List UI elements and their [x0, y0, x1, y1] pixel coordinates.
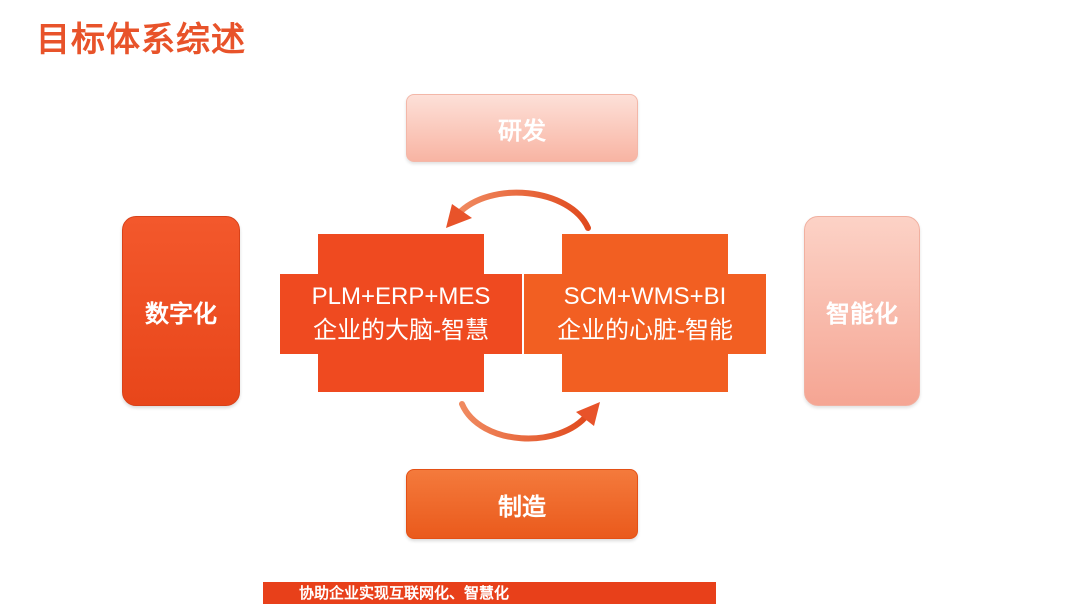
heart-block-text: SCM+WMS+BI 企业的心脏-智能: [524, 280, 766, 348]
brain-block-horizontal: [280, 274, 522, 354]
footer-text: 协助企业实现互联网化、智慧化: [299, 584, 510, 602]
heart-block-horizontal: [524, 274, 766, 354]
intelligence-label: 智能化: [826, 299, 898, 328]
rd-box: 研发: [406, 94, 638, 162]
intelligence-box: 智能化: [804, 216, 920, 406]
manufacturing-label: 制造: [498, 492, 546, 521]
digitalization-label: 数字化: [145, 299, 217, 328]
brain-line1: PLM+ERP+MES: [311, 283, 491, 310]
rd-label: 研发: [498, 116, 546, 145]
top-cycle-arrow: [455, 189, 591, 231]
bottom-arrowhead-icon: [576, 402, 600, 426]
brain-block-text: PLM+ERP+MES 企业的大脑-智慧: [280, 280, 522, 348]
top-arrowhead-icon: [446, 204, 472, 228]
bottom-cycle-arrow: [459, 401, 591, 442]
heart-line2: 企业的心脏-智能: [557, 317, 733, 344]
heart-line1: SCM+WMS+BI: [563, 283, 727, 310]
footer-banner: 协助企业实现互联网化、智慧化: [263, 582, 716, 604]
digitalization-box: 数字化: [122, 216, 240, 406]
brain-line2: 企业的大脑-智慧: [313, 317, 489, 344]
manufacturing-box: 制造: [406, 469, 638, 539]
page-title: 目标体系综述: [36, 20, 246, 60]
